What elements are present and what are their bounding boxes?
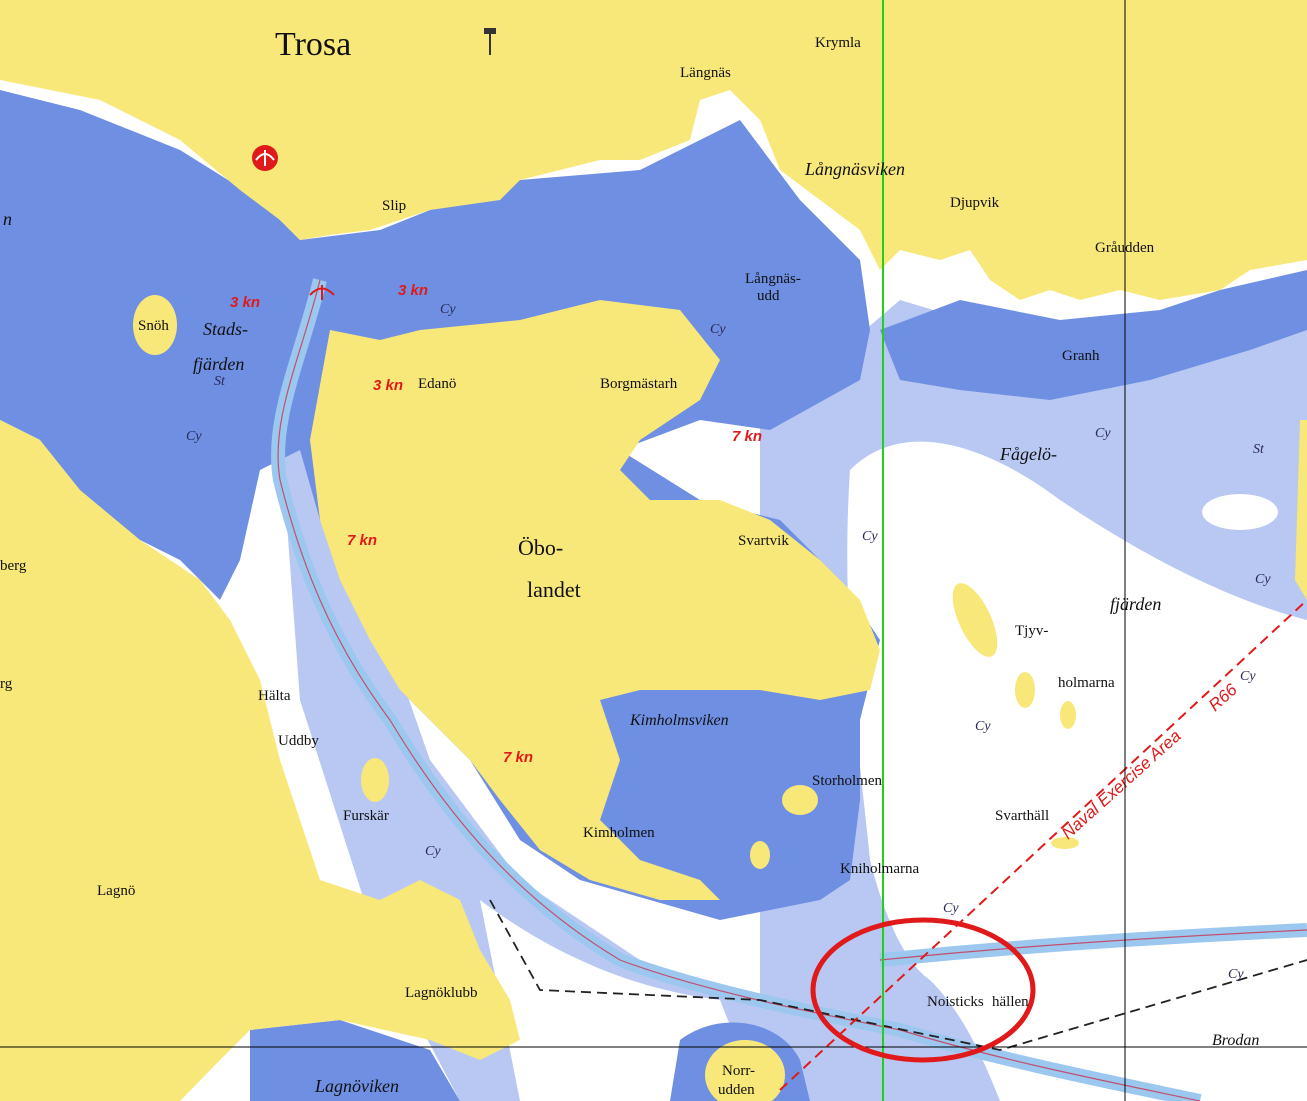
label-norr: Norr- [722,1063,755,1079]
label-holmarna: holmarna [1058,675,1115,691]
hilltop-islet [361,758,389,802]
snoh-island [133,295,177,355]
bottom-st-2: St [1253,442,1265,457]
label-lagnoviken: Lagnöviken [314,1076,399,1096]
label-edge-berg: berg [0,558,27,574]
harbour-icon [252,145,278,171]
speed-limit-5: 7 kn [347,532,377,549]
bottom-cy-6: Cy [1255,572,1271,587]
label-noisticks: Noisticks [927,994,984,1010]
bottom-cy-9: Cy [425,844,441,859]
bottom-cy-10: Cy [943,901,959,916]
storholmen-islet [782,785,818,815]
label-edano: Edanö [418,376,456,392]
land-north [0,0,1307,300]
speed-limits: 3 kn 3 kn 3 kn 7 kn 7 kn 7 kn [230,282,762,766]
bottom-st-1: St [214,374,226,389]
label-tjyv: Tjyv- [1015,623,1048,639]
bottom-cy-11: Cy [1228,967,1244,982]
label-trosa: Trosa [275,26,351,63]
label-graudden: Gråudden [1095,240,1155,256]
tjyvholmarna-islet-2 [1015,672,1035,708]
label-fjarden: fjärden [193,354,244,374]
label-landet: landet [527,577,581,602]
place-names: Trosa Krymla Längnäs Långnäsviken Djupvi… [0,26,1259,1098]
label-kimholmen: Kimholmen [583,825,655,841]
label-slip: Slip [382,198,406,214]
leading-line [489,899,1307,1051]
label-granh: Granh [1062,348,1100,364]
speed-limit-4: 7 kn [732,428,762,445]
bottom-cy-8: Cy [975,719,991,734]
tjyvholmarna-islet-3 [1060,701,1076,729]
label-furskar: Furskär [343,808,389,824]
norrudden-land [705,1040,785,1101]
speed-limit-1: 3 kn [230,294,260,311]
label-borgmastarh: Borgmästarh [600,376,678,392]
label-langnas: Längnäs [680,65,731,81]
label-edge-n: n [3,209,12,229]
label-kniholmarna: Kniholmarna [840,861,919,877]
speed-limit-2: 3 kn [398,282,428,299]
bottom-cy-3: Cy [710,322,726,337]
kniholmarna-islet [750,841,770,869]
label-uddby: Uddby [278,733,319,749]
label-langnas-udd-1: Långnäs- [745,271,801,287]
label-svartvik: Svartvik [738,533,789,549]
speed-limit-6: 7 kn [503,749,533,766]
marina-icon [309,285,335,300]
bottom-cy-1: Cy [440,302,456,317]
bottom-cy-5: Cy [1095,426,1111,441]
label-brodan: Brodan [1212,1032,1259,1049]
label-djupvik: Djupvik [950,195,1000,211]
label-fagelo: Fågelö- [999,444,1057,464]
bottom-cy-2: Cy [186,429,202,444]
label-snoh: Snöh [138,318,169,334]
bottom-cy-7: Cy [1240,669,1256,684]
label-kimholmsviken: Kimholmsviken [629,712,729,729]
label-svarthall: Svarthäll [995,808,1049,824]
label-stads: Stads- [203,319,248,339]
land-obolandet [310,300,880,900]
bottom-quality-marks: Cy Cy St Cy Cy Cy St Cy Cy Cy Cy Cy Cy [186,302,1271,982]
label-obo: Öbo- [518,535,563,560]
east-bank [1295,420,1307,600]
label-edge-rg: rg [0,676,13,692]
label-storholmen: Storholmen [812,773,882,789]
label-lagnoklubb: Lagnöklubb [405,985,478,1001]
anchor-icon [484,28,496,55]
label-lagno: Lagnö [97,883,135,899]
speed-limit-3: 3 kn [373,377,403,394]
highlight-circle[interactable] [810,917,1036,1063]
label-langnas-udd-2: udd [757,288,780,304]
bottom-cy-4: Cy [862,529,878,544]
tjyvholmarna-islet-1 [952,583,998,657]
svarthall-islet [1051,837,1079,849]
fairway [271,278,1307,1101]
label-halta: Hälta [258,688,291,704]
label-udden: udden [718,1082,755,1098]
label-fjarden-2: fjärden [1110,594,1161,614]
label-krymla: Krymla [815,35,861,51]
naval-area-boundary [779,599,1307,1091]
label-hallen: hällen [992,994,1029,1010]
label-langnasviken: Långnäsviken [804,159,905,179]
land-west [0,420,520,1101]
